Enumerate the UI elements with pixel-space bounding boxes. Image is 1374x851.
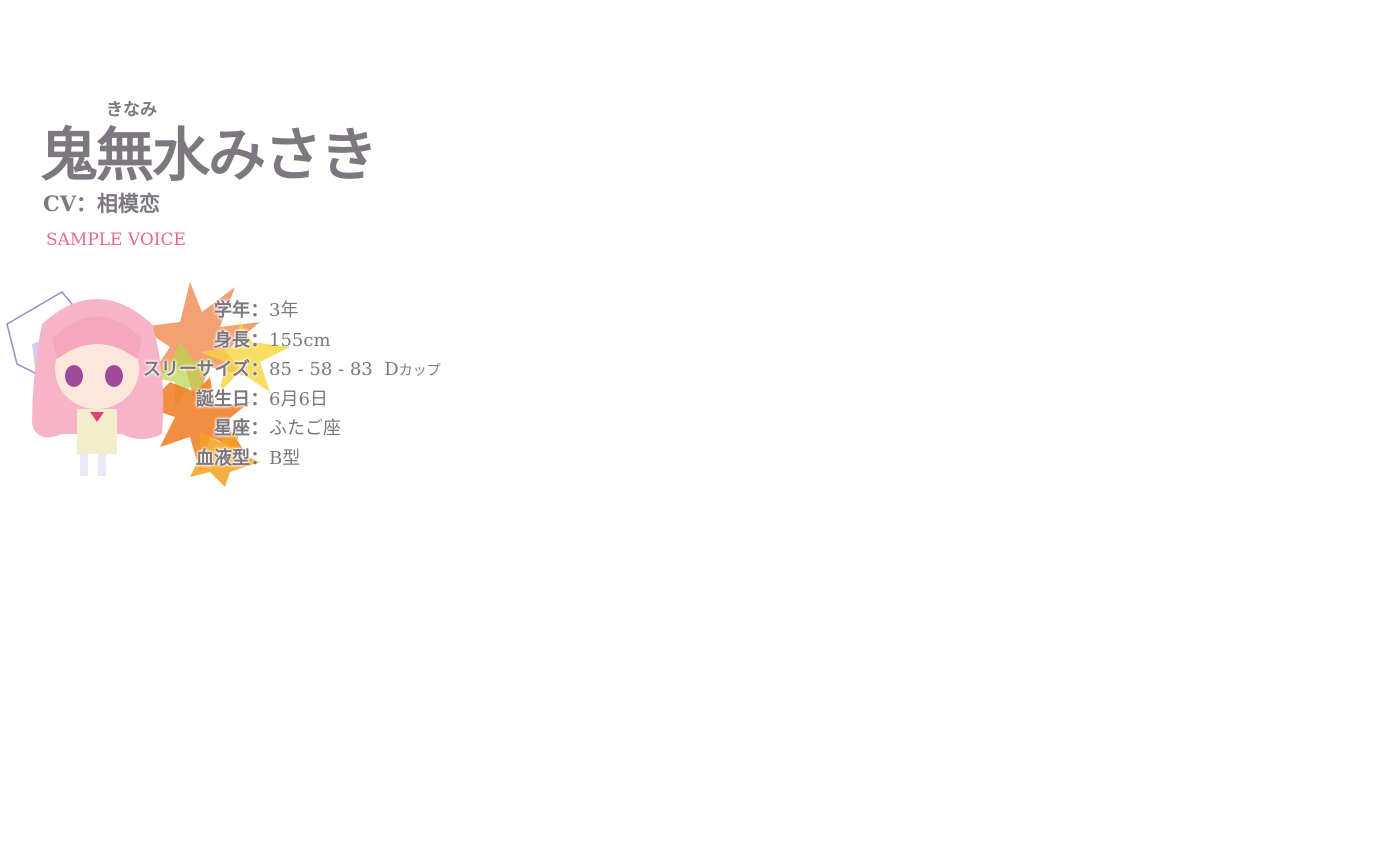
profile-value: 155cm: [269, 329, 331, 351]
profile-row-birthday: 誕生日 ： 6月6日: [0, 388, 460, 418]
profile-label: 学年: [214, 300, 250, 321]
character-name: 鬼無水みさき: [40, 121, 378, 189]
profile-value: 85 - 58 - 83 Dカップ: [269, 358, 441, 383]
profile-label: 身長: [214, 329, 250, 351]
character-chibi-image: [6, 291, 164, 476]
sample-voice-link[interactable]: SAMPLE VOICE: [46, 230, 186, 250]
maple-leaves-decoration: [140, 282, 290, 487]
profile-colon: ：: [250, 388, 269, 410]
profile-colon: ：: [250, 447, 269, 469]
profile-value: 6月6日: [269, 388, 328, 410]
profile-colon: ：: [250, 359, 269, 380]
profile-label: 星座: [214, 418, 250, 439]
profile-row-zodiac: 星座 ： ふたご座: [0, 417, 460, 447]
profile-value: ふたご座: [269, 418, 341, 439]
profile-row-three-sizes: スリーサイズ ： 85 - 58 - 83 Dカップ: [0, 358, 460, 388]
three-sizes-value: 85 - 58 - 83 D: [269, 359, 399, 380]
profile-value: 3年: [269, 300, 299, 321]
profile-label: スリーサイズ: [142, 359, 250, 380]
profile-value: B型: [269, 447, 301, 469]
profile-colon: ：: [250, 300, 269, 321]
name-ruby: きなみ: [106, 100, 157, 120]
cup-suffix: カップ: [398, 363, 441, 379]
voice-actor: CV：相模恋: [43, 191, 161, 216]
profile-colon: ：: [250, 329, 269, 351]
profile-table: 学年 ： 3年 身長 ： 155cm スリーサイズ ： 85 - 58 - 83…: [0, 299, 460, 476]
profile-label: 血液型: [196, 447, 250, 469]
profile-row-blood-type: 血液型 ： B型: [0, 447, 460, 477]
profile-row-grade: 学年 ： 3年: [0, 299, 460, 329]
profile-row-height: 身長 ： 155cm: [0, 329, 460, 359]
profile-colon: ：: [250, 418, 269, 439]
profile-label: 誕生日: [196, 388, 250, 410]
